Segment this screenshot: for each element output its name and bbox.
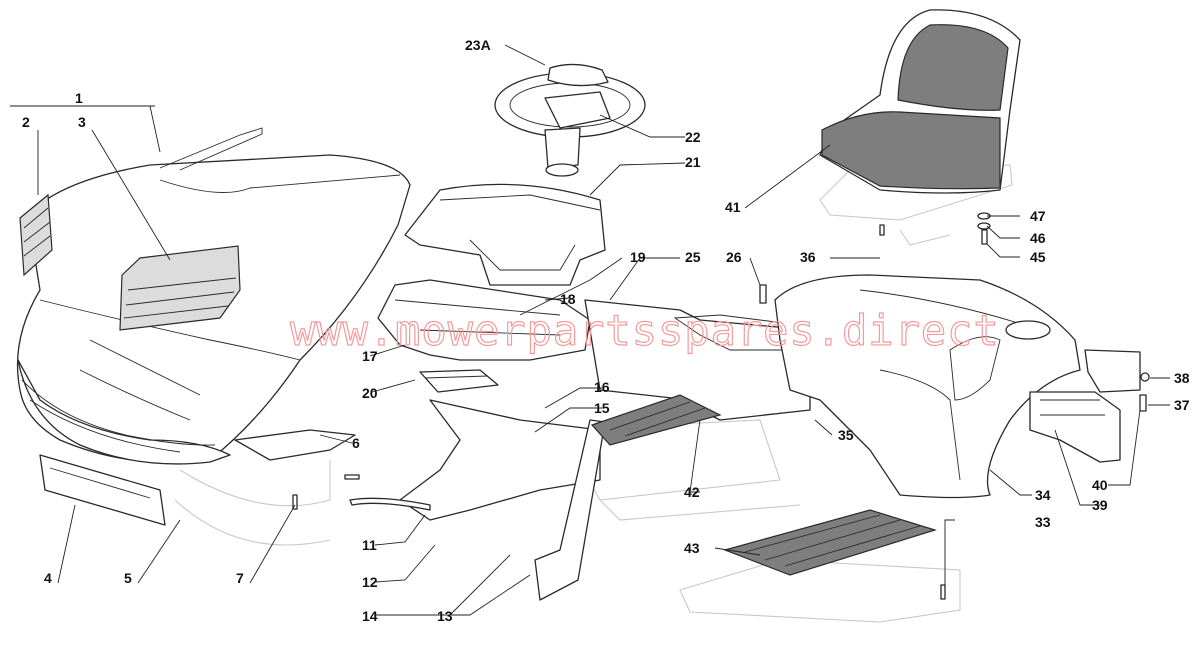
callout-17: 17 — [362, 348, 378, 364]
callout-4: 4 — [44, 570, 52, 586]
tray — [419, 369, 499, 393]
callout-23A: 23A — [465, 37, 491, 53]
footrest-bracket — [377, 279, 591, 361]
callout-38: 38 — [1174, 370, 1190, 386]
callout-16: 16 — [594, 379, 610, 395]
callout-2: 2 — [22, 114, 30, 130]
front-bracket — [39, 454, 166, 526]
callout-33: 33 — [1035, 514, 1051, 530]
battery-box — [584, 299, 811, 421]
callout-6: 6 — [352, 435, 360, 451]
callout-3: 3 — [78, 114, 86, 130]
callout-7: 7 — [236, 570, 244, 586]
callout-12: 12 — [362, 574, 378, 590]
hitch-plate — [1084, 349, 1141, 393]
callout-20: 20 — [362, 385, 378, 401]
right-foot-mat — [723, 509, 938, 576]
callout-19: 19 — [630, 249, 646, 265]
left-foot-mat — [590, 394, 722, 446]
callout-41: 41 — [725, 199, 741, 215]
callout-46: 46 — [1030, 230, 1046, 246]
callout-26: 26 — [726, 249, 742, 265]
leader-lines — [10, 44, 1170, 616]
callout-14: 14 — [362, 608, 378, 624]
callout-36: 36 — [800, 249, 816, 265]
callout-22: 22 — [685, 129, 701, 145]
lever-bracket — [234, 429, 356, 461]
callout-5: 5 — [124, 570, 132, 586]
callout-25: 25 — [685, 249, 701, 265]
callout-21: 21 — [685, 154, 701, 170]
steering-cap — [547, 63, 609, 87]
hood-lower-skirt — [17, 359, 231, 465]
callout-11: 11 — [362, 537, 377, 553]
callout-43: 43 — [684, 540, 700, 556]
callout-34: 34 — [1035, 487, 1051, 503]
callout-39: 39 — [1092, 497, 1108, 513]
fasteners — [292, 212, 1150, 600]
dash-console — [404, 183, 606, 286]
callout-35: 35 — [838, 427, 854, 443]
callout-42: 42 — [684, 484, 700, 500]
callout-45: 45 — [1030, 249, 1046, 265]
steering-wheel — [494, 63, 646, 177]
callout-37: 37 — [1174, 397, 1190, 413]
seat — [819, 9, 1021, 194]
callout-15: 15 — [594, 400, 610, 416]
callout-18: 18 — [560, 291, 576, 307]
headlight-lens — [119, 245, 241, 331]
rear-fender — [774, 274, 1081, 499]
callout-47: 47 — [1030, 208, 1046, 224]
callout-13: 13 — [437, 608, 453, 624]
side-lens — [19, 193, 53, 277]
callout-labels: 1 2 3 4 5 6 7 11 12 13 14 15 16 17 18 19… — [22, 37, 1190, 624]
callout-40: 40 — [1092, 477, 1108, 493]
callout-1: 1 — [75, 90, 83, 106]
rear-bracket — [1029, 391, 1121, 463]
watermark: www.mowerpartsspares.direct — [290, 306, 1000, 355]
front-panel — [399, 399, 601, 521]
rod — [349, 497, 431, 511]
